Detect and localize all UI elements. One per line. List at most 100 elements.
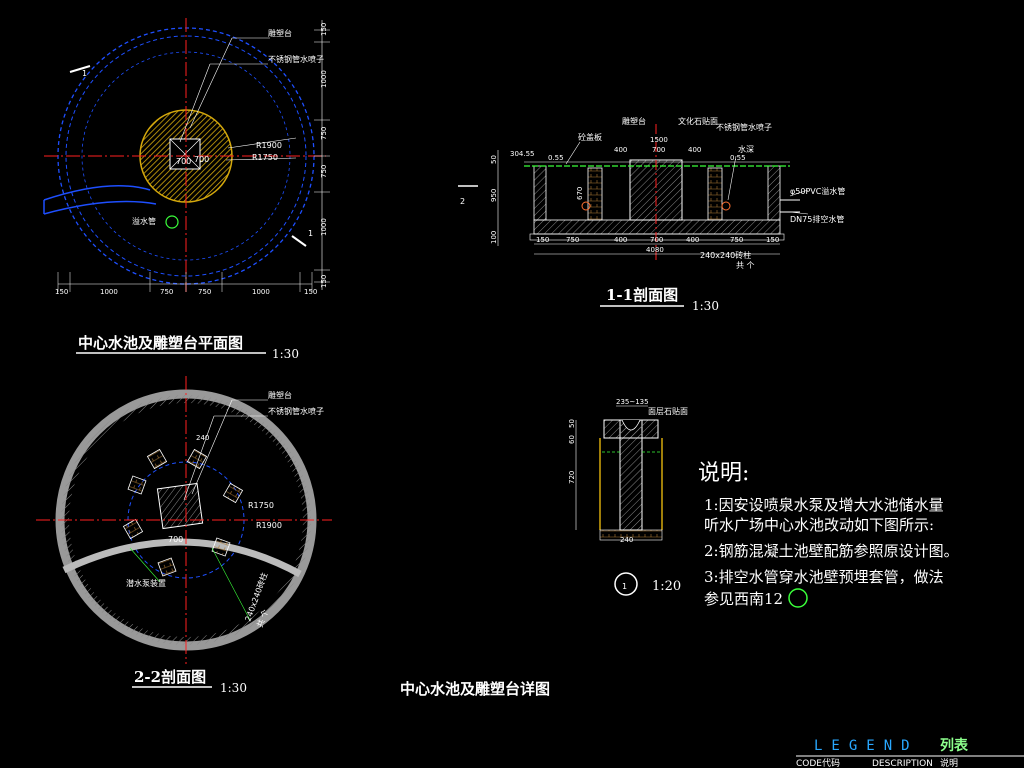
notes-line-1: 1:因安设喷泉水泵及增大水池储水量 — [704, 496, 944, 514]
legend-desc: DESCRIPTION — [872, 759, 933, 768]
overflow-pipe — [43, 185, 151, 201]
plan-dim-b3: 750 — [198, 288, 211, 296]
cut-mark-1-top: 1 — [82, 69, 87, 78]
plan-dim-r5: 150 — [320, 275, 328, 288]
sec11-stone-label: 文化石贴面 — [678, 116, 718, 126]
plan-dim-b5: 150 — [304, 288, 317, 296]
sec11-h670: 670 — [576, 187, 584, 200]
sec11-dim-b5: 750 — [730, 236, 743, 244]
sec11-pillar-label: 240x240砖柱 — [700, 250, 751, 260]
plan-dim-b2: 750 — [160, 288, 173, 296]
sec22-dim-240: 240 — [196, 434, 209, 442]
detail-scale: 1:20 — [652, 579, 681, 594]
detail-1: 235~135 面层石贴面 50 60 720 240 1 1:20 — [568, 398, 688, 596]
sec11-dim-400a: 400 — [614, 146, 627, 154]
plan-bottom-dims: 150 1000 750 750 1000 150 — [55, 272, 317, 296]
sec11-curb-label: 砼盖板 — [578, 132, 602, 142]
plan-dim-700a: 700 — [176, 157, 191, 166]
plan-dim-b1: 1000 — [100, 288, 118, 296]
detail-h50: 50 — [568, 419, 576, 428]
plan-r1750-label: R1750 — [252, 153, 278, 162]
detail-number: 1 — [622, 582, 627, 591]
sec11-water-label: 水深 — [738, 144, 754, 154]
sec11-dim-4080: 4080 — [646, 246, 664, 254]
plan-dim-r2: 750 — [320, 127, 328, 140]
sec11-dim-700: 700 — [652, 146, 665, 154]
sec11-h50: 50 — [490, 155, 498, 164]
sec11-bottom-dims: 150 750 400 700 400 750 150 — [536, 236, 779, 244]
sec11-dim-b2: 400 — [614, 236, 627, 244]
sec11-sculpture-label: 雕塑台 — [622, 116, 646, 126]
legend-cn: 列表 — [940, 737, 969, 754]
sec11-dim-b4: 400 — [686, 236, 699, 244]
section-2-2: 雕塑台 不锈钢管水喷子 R1750 R1900 700 240 潜水泵装置 24… — [36, 376, 332, 695]
detail-marker-circle — [614, 572, 638, 596]
notes-line-2: 听水广场中心水池改动如下图所示: — [704, 516, 934, 534]
detail-top-dim: 235~135 — [616, 398, 649, 406]
sec22-pillars — [122, 448, 244, 577]
sec11-h950: 950 — [490, 189, 498, 202]
plan-dim-r1: 1000 — [320, 70, 328, 88]
sec11-dim-b6: 150 — [766, 236, 779, 244]
sec11-dim-b1: 750 — [566, 236, 579, 244]
sec22-title: 2-2剖面图 — [134, 668, 206, 686]
pool-inner-ring — [65, 35, 307, 277]
sec11-elev-304: 304.55 — [510, 150, 535, 158]
sec11-title: 1-1剖面图 — [606, 286, 678, 304]
sec11-elev-055a: 0.55 — [548, 154, 564, 162]
plan-dim-r0: 150 — [320, 23, 328, 36]
sec11-pvc-label: φ50PVC溢水管 — [790, 186, 845, 196]
sec22-r1750-label: R1750 — [248, 501, 274, 510]
cut-mark-1-bottom: 1 — [308, 229, 313, 238]
legend-title: LEGEND — [814, 738, 919, 754]
sec22-dim-700: 700 — [168, 535, 183, 544]
legend: LEGEND 列表 CODE 代码 DESCRIPTION 说明 — [796, 737, 1024, 768]
sec11-pillar-right — [707, 167, 723, 221]
section-1-1: 砼盖板 雕塑台 文化石贴面 不锈钢管水喷子 水深 φ50PVC溢水管 DN75排… — [458, 116, 845, 313]
sec22-r1900-label: R1900 — [256, 521, 282, 530]
detail-h720: 720 — [568, 471, 576, 484]
notes-line-3: 2:钢筋混凝土池壁配筋参照原设计图。 — [704, 542, 959, 560]
sec22-curve-wall — [62, 538, 302, 578]
plan-r1900-label: R1900 — [256, 141, 282, 150]
plan-dim-b4: 1000 — [252, 288, 270, 296]
sec22-nozzle-label: 不锈钢管水喷子 — [268, 406, 324, 416]
plan-overflow-label: 溢水管 — [132, 216, 156, 226]
plan-dim-r4: 1000 — [320, 218, 328, 236]
sec11-dim-b0: 150 — [536, 236, 549, 244]
plan-detail-marker — [165, 215, 179, 229]
notes-reference-marker — [788, 588, 808, 608]
sec11-elev-055b: 0.55 — [730, 154, 746, 162]
detail-h60: 60 — [568, 435, 576, 444]
notes: 说明: 1:因安设喷泉水泵及增大水池储水量 听水广场中心水池改动如下图所示: 2… — [698, 461, 959, 608]
plan-dim-700b: 700 — [194, 155, 209, 164]
sec11-pillar-count: 共 个 — [736, 261, 755, 270]
detail-w240: 240 — [620, 536, 633, 544]
main-title: 中心水池及雕塑台详图 — [400, 680, 550, 698]
legend-desc-cn: 说明 — [940, 757, 958, 768]
sec11-pillar-left — [587, 167, 603, 221]
sec22-scale: 1:30 — [220, 681, 247, 695]
plan-dim-b0: 150 — [55, 288, 68, 296]
notes-title: 说明: — [698, 461, 749, 486]
sec22-pump-label: 潜水泵装置 — [126, 578, 166, 588]
plan-scale: 1:30 — [272, 347, 299, 361]
notes-line-4: 3:排空水管穿水池壁预埋套管，做法 — [704, 568, 944, 586]
sec11-scale: 1:30 — [692, 299, 719, 313]
plan-sculpture-label: 雕塑台 — [268, 28, 292, 38]
sec11-dim-1500: 1500 — [650, 136, 668, 144]
notes-line-5: 参见西南12 — [704, 590, 783, 608]
sec11-base-slab — [533, 219, 781, 235]
plan-view: 1 1 雕塑台 不锈钢管水喷子 R1900 R1750 700 700 溢水管 … — [43, 18, 330, 361]
sec11-cut2: 2 — [460, 197, 465, 206]
sec22-sculpture-label: 雕塑台 — [268, 390, 292, 400]
sec11-nozzle-label: 不锈钢管水喷子 — [716, 122, 772, 132]
legend-code-cn: 代码 — [822, 758, 840, 768]
plan-right-dims: 150 1000 750 750 1000 150 — [314, 23, 330, 288]
plan-title: 中心水池及雕塑台平面图 — [78, 334, 243, 352]
sec11-drain-label: DN75排空水管 — [790, 214, 844, 224]
plan-dim-r3: 750 — [320, 165, 328, 178]
sec11-dim-b3: 700 — [650, 236, 663, 244]
sec11-dim-400b: 400 — [688, 146, 701, 154]
